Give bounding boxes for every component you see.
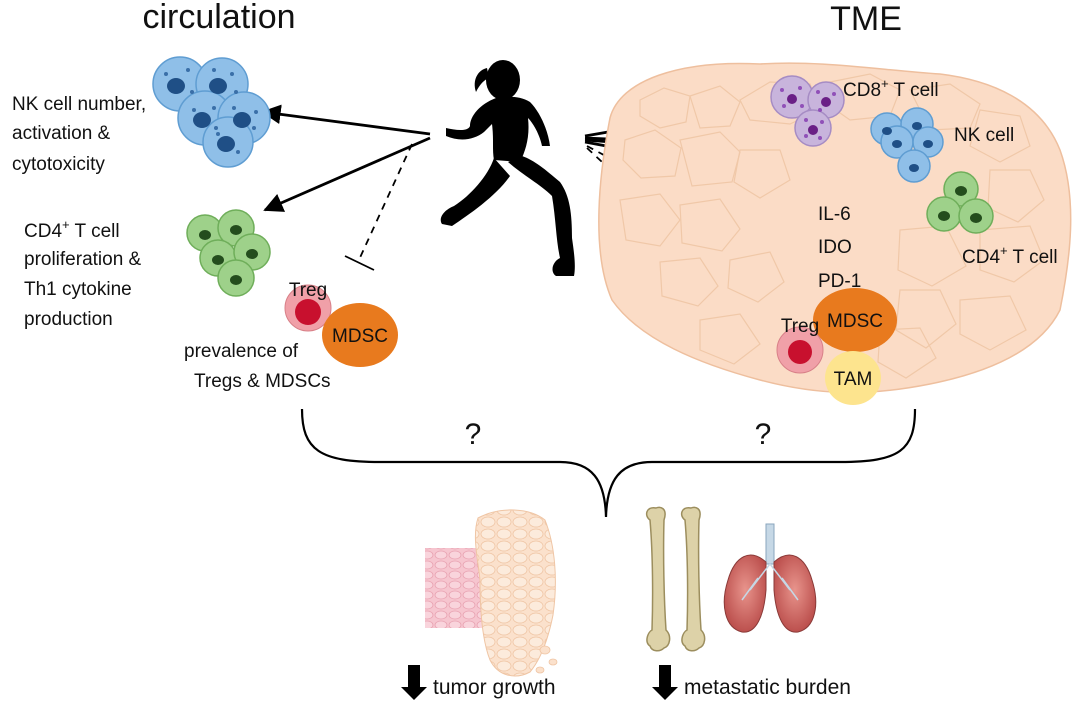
svg-text:Th1 cytokine: Th1 cytokine xyxy=(24,279,132,300)
treg-cell-circulation: Treg xyxy=(284,280,332,332)
tme-tissue xyxy=(598,62,1072,394)
metastatic-burden-label: metastatic burden xyxy=(684,676,851,699)
cd4-label-tme: CD4+ T cell xyxy=(962,243,1058,268)
tam-cell: TAM xyxy=(825,351,881,405)
svg-text:Treg: Treg xyxy=(289,280,327,301)
pd1-label: PD-1 xyxy=(818,271,861,292)
svg-text:proliferation &: proliferation & xyxy=(24,249,142,270)
tme-heading: TME xyxy=(830,0,902,38)
unknown-mark-right: ? xyxy=(755,418,772,451)
bone-icon xyxy=(645,506,706,652)
cd4-label-circulation: CD4+ T cell proliferation & Th1 cytokine… xyxy=(24,217,142,330)
treg-cell-tme: Treg xyxy=(776,316,824,374)
circulation-heading: circulation xyxy=(142,0,295,36)
factor-labels: IL-6 IDO PD-1 xyxy=(818,204,861,292)
svg-text:activation &: activation & xyxy=(12,123,111,144)
svg-text:cytotoxicity: cytotoxicity xyxy=(12,154,105,175)
mdsc-cell-circulation: MDSC xyxy=(322,303,398,367)
down-arrow-icon xyxy=(652,665,678,700)
nk-cell-cluster-tme xyxy=(870,107,944,183)
svg-text:Tregs & MDSCs: Tregs & MDSCs xyxy=(194,371,331,392)
svg-text:MDSC: MDSC xyxy=(332,326,388,347)
lung-icon xyxy=(723,523,817,633)
prevalence-label: prevalence of Tregs & MDSCs xyxy=(184,341,331,392)
mdsc-cell-tme: MDSC xyxy=(813,288,897,352)
svg-text:TAM: TAM xyxy=(834,369,873,390)
ido-label: IDO xyxy=(818,237,852,258)
svg-text:prevalence of: prevalence of xyxy=(184,341,299,362)
nk-label-tme: NK cell xyxy=(954,125,1014,146)
nk-label-circulation: NK cell number, activation & cytotoxicit… xyxy=(12,94,146,175)
cd8-cell-cluster xyxy=(770,75,845,147)
summary-brace xyxy=(300,408,917,518)
cd4-cell-cluster-circulation xyxy=(186,209,271,297)
svg-text:production: production xyxy=(24,309,113,330)
nk-cell-cluster-circulation xyxy=(152,56,271,168)
tumor-growth-label: tumor growth xyxy=(433,676,556,699)
metastatic-burden-outcome: metastatic burden xyxy=(652,665,851,700)
svg-text:CD4+ T cell: CD4+ T cell xyxy=(24,217,120,242)
svg-text:Treg: Treg xyxy=(781,316,819,337)
unknown-mark-left: ? xyxy=(465,418,482,451)
cd4-cell-cluster-tme xyxy=(926,171,994,234)
down-arrow-icon xyxy=(401,665,427,700)
il6-label: IL-6 xyxy=(818,204,851,225)
tumor-tissue-icon xyxy=(425,509,558,677)
svg-text:MDSC: MDSC xyxy=(827,311,883,332)
cd8-label: CD8+ T cell xyxy=(843,76,939,101)
tumor-growth-outcome: tumor growth xyxy=(401,665,556,700)
svg-text:NK cell number,: NK cell number, xyxy=(12,94,146,115)
runner-icon xyxy=(440,60,575,276)
